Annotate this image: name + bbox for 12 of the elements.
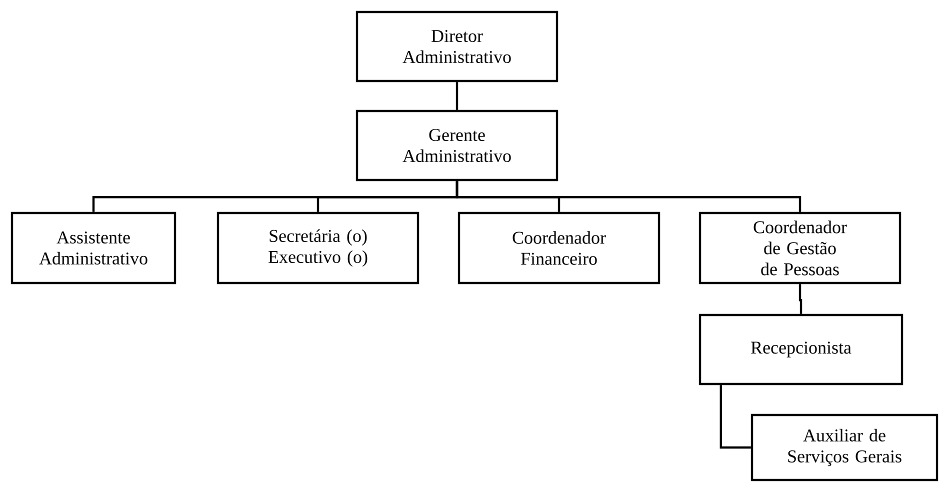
connector-line bbox=[720, 385, 751, 449]
org-box: Coordenador Financeiro bbox=[458, 212, 660, 284]
connector-line bbox=[456, 181, 802, 212]
org-box: Secretária (o) Executivo (o) bbox=[216, 212, 420, 284]
connector-line bbox=[456, 82, 458, 110]
org-box: Diretor Administrativo bbox=[356, 10, 558, 82]
org-box: Recepcionista bbox=[698, 314, 904, 386]
org-box: Coordenador de Gestão de Pessoas bbox=[698, 212, 902, 284]
org-box: Assistente Administrativo bbox=[10, 212, 176, 284]
org-box: Gerente Administrativo bbox=[356, 110, 558, 182]
org-box: Auxiliar de Serviços Gerais bbox=[750, 414, 938, 482]
connector-line bbox=[798, 284, 802, 314]
